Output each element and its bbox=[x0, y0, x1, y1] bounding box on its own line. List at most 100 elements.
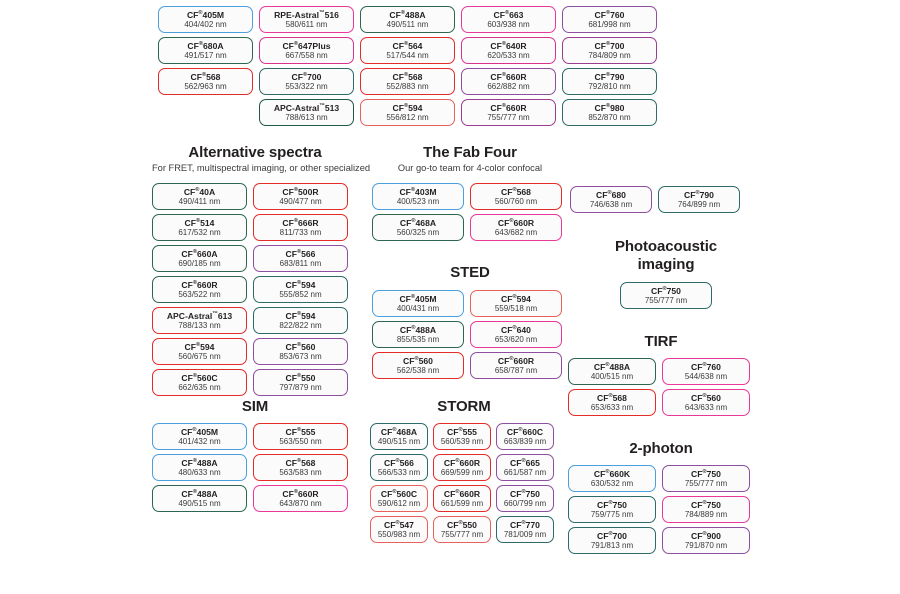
trademark-symbol: ® bbox=[608, 392, 613, 399]
dye-wavelength: 560/325 nm bbox=[396, 228, 440, 238]
section-title: SIM bbox=[241, 398, 269, 415]
trademark-symbol: ® bbox=[404, 102, 409, 109]
dye-wavelength: 660/799 nm bbox=[503, 499, 547, 509]
trademark-symbol: ® bbox=[196, 217, 201, 224]
dye-name: CF®980 bbox=[594, 102, 625, 113]
dye-name: CF®568 bbox=[392, 71, 423, 82]
trademark-symbol: ® bbox=[512, 186, 517, 193]
dye-wavelength: 490/411 nm bbox=[178, 197, 221, 207]
trademark-symbol: ® bbox=[198, 9, 203, 16]
dye-wavelength: 643/870 nm bbox=[279, 499, 322, 509]
trademark-symbol: ® bbox=[404, 71, 409, 78]
dye-wavelength: 490/515 nm bbox=[178, 499, 221, 509]
trademark-symbol: ® bbox=[195, 186, 200, 193]
dye-wavelength: 491/517 nm bbox=[184, 51, 227, 61]
dye-wavelength: 555/852 nm bbox=[279, 290, 322, 300]
trademark-symbol: ® bbox=[501, 40, 507, 47]
trademark-symbol: ® bbox=[512, 293, 517, 300]
trademark-symbol: ® bbox=[509, 355, 514, 362]
dye-name: CF®566 bbox=[384, 457, 414, 468]
